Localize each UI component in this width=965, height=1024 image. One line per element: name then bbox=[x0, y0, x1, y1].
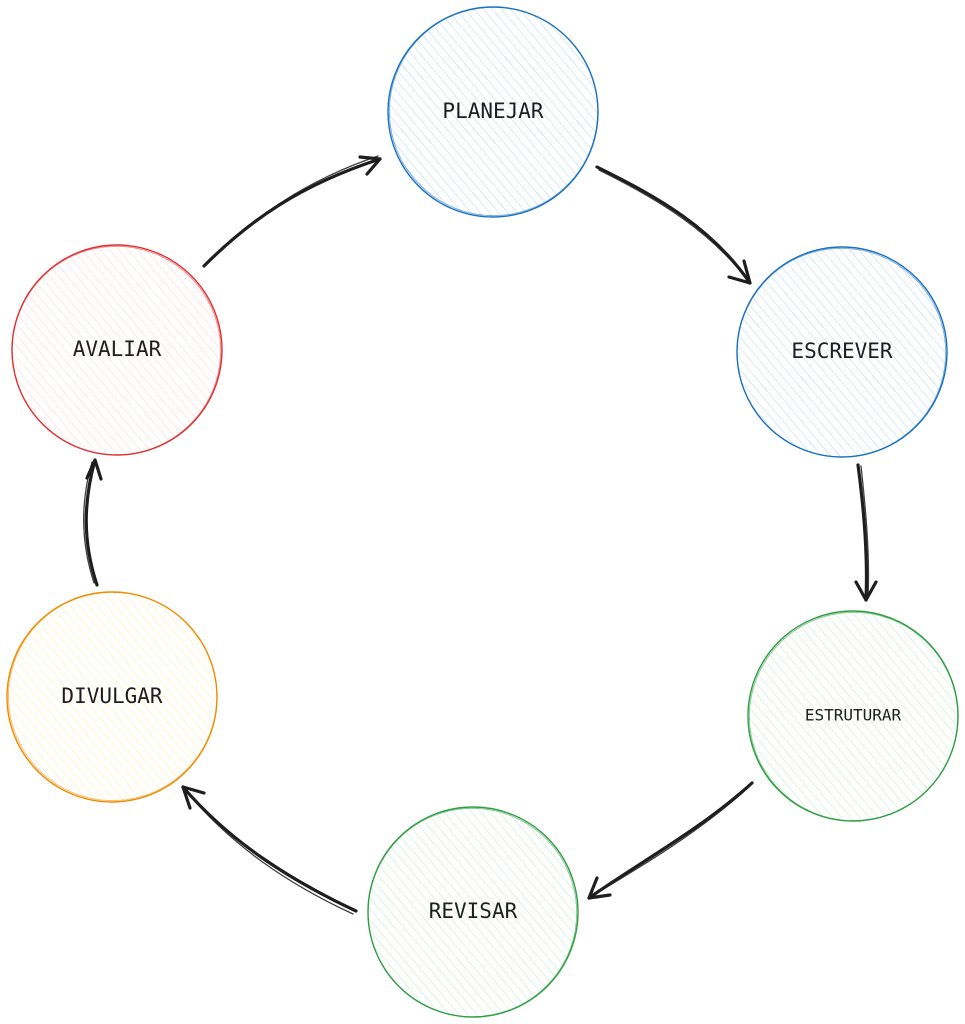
node-avaliar[interactable]: AVALIAR bbox=[11, 244, 223, 456]
edge-planejar-escrever bbox=[595, 165, 752, 285]
edge-revisar-divulgar bbox=[181, 785, 358, 915]
node-estruturar[interactable]: ESTRUTURAR bbox=[747, 610, 959, 822]
node-planejar[interactable]: PLANEJAR bbox=[387, 6, 599, 218]
edge-estruturar-revisar bbox=[587, 781, 754, 900]
node-planejar-label: PLANEJAR bbox=[442, 99, 544, 123]
node-estruturar-label: ESTRUTURAR bbox=[805, 706, 902, 725]
edge-divulgar-avaliar bbox=[82, 458, 103, 587]
node-revisar[interactable]: REVISAR bbox=[367, 806, 579, 1018]
node-escrever[interactable]: ESCREVER bbox=[736, 246, 948, 458]
node-avaliar-label: AVALIAR bbox=[73, 337, 162, 361]
edge-escrever-estruturar bbox=[854, 463, 878, 602]
node-divulgar-label: DIVULGAR bbox=[61, 684, 163, 708]
edge-avaliar-planejar bbox=[202, 155, 382, 268]
node-revisar-label: REVISAR bbox=[429, 899, 518, 923]
node-escrever-label: ESCREVER bbox=[791, 339, 893, 363]
node-divulgar[interactable]: DIVULGAR bbox=[6, 591, 218, 803]
